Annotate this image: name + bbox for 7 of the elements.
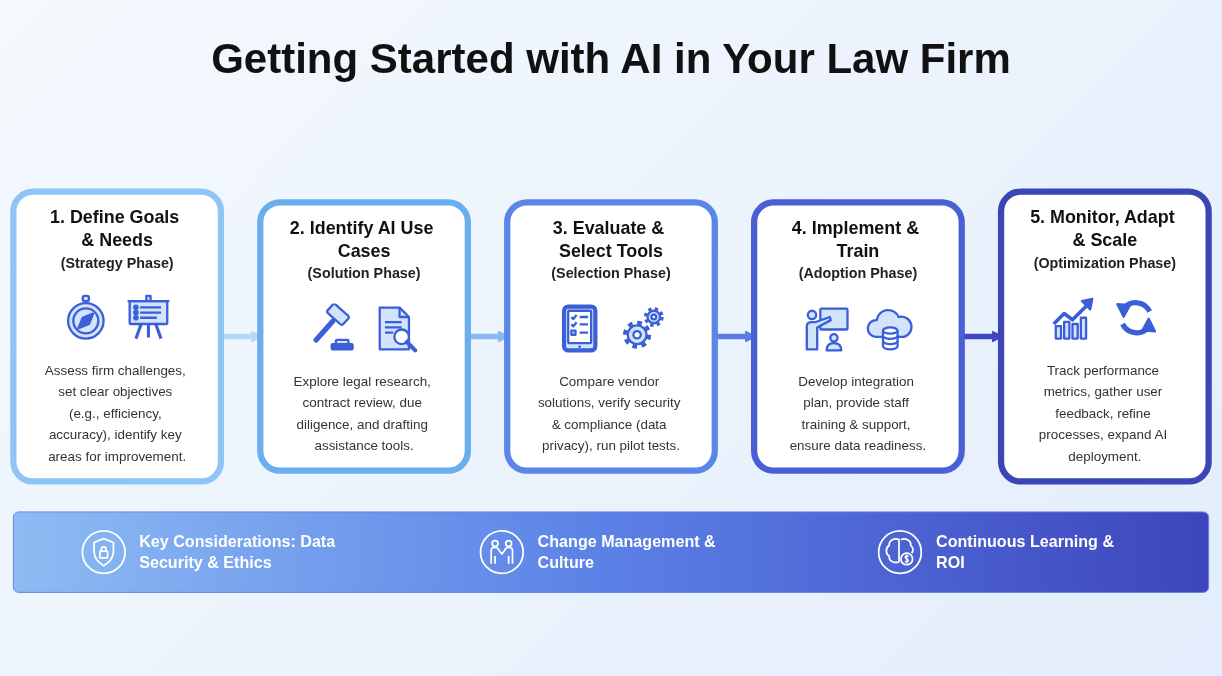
node-box: 1. Define Goals & Needs (Strategy Phase) Assess firm challenges, set clear objectives (e.g., efficiency, accuracy), identify key areas for improvement.	[10, 188, 225, 485]
title: Getting Started with AI in Your Law Firm	[211, 34, 1011, 84]
node-box: 4. Implement & Train (Adoption Phase) Develop integration plan, provide staff training & support, ensure data readiness.	[751, 199, 965, 474]
node-box: 5. Monitor, Adapt & Scale (Optimization Phase) Track performance metrics, gather user feedback, refine processes, expand AI deployment.	[997, 188, 1212, 485]
node-box: 3. Evaluate & Select Tools (Selection Phase) Compare vendor solutions, verify security & compliance (data privacy), run pilot tests.	[504, 199, 718, 474]
node-box: Key Considerations: Data Security & Ethics Change Management & Culture Continuous Learning & ROI	[12, 511, 1210, 593]
node-box: 2. Identify AI Use Cases (Solution Phase) Explore legal research, contract review, due diligence, and drafting assistance tools.	[257, 199, 471, 474]
